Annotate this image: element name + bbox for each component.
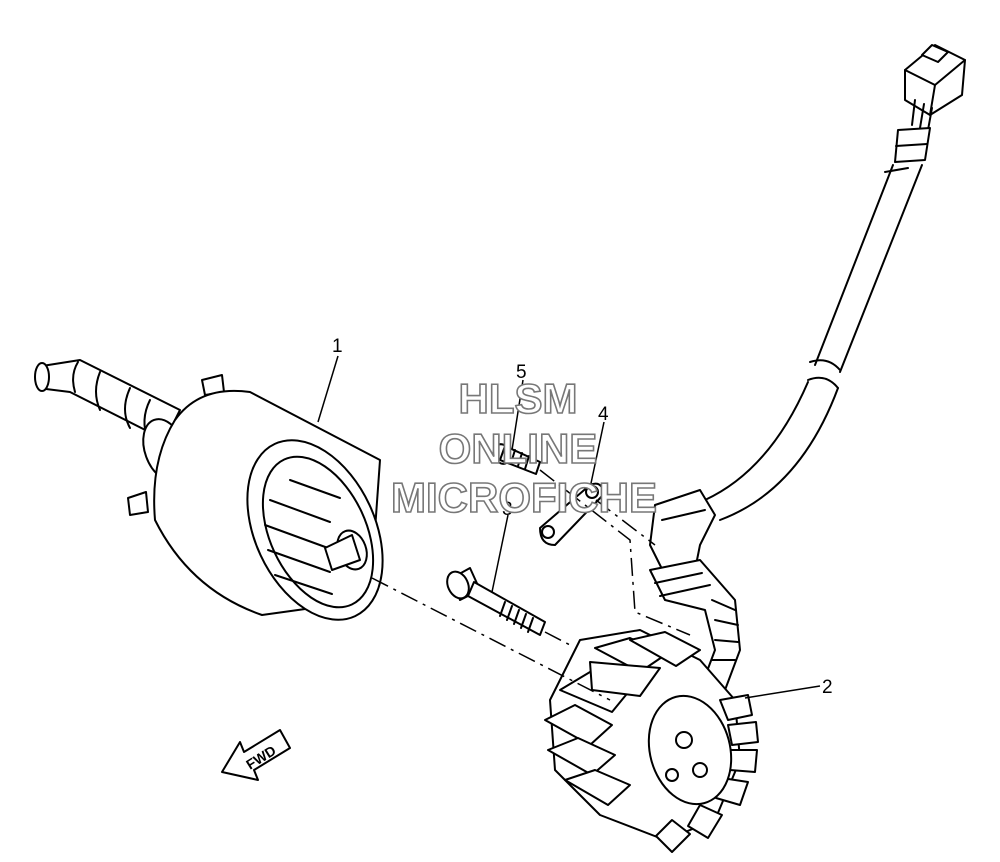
watermark: HLSM ONLINE MICROFICHE	[390, 374, 658, 522]
rotor	[34, 359, 384, 621]
wire-harness	[704, 44, 966, 521]
stator	[544, 489, 759, 853]
screw	[492, 443, 541, 475]
alignment-lines	[371, 469, 691, 701]
bolt	[446, 567, 546, 636]
callout-4: 4	[598, 404, 609, 425]
callout-5: 5	[516, 362, 527, 383]
clamp	[539, 482, 605, 546]
watermark-line-2: ONLINE	[439, 425, 598, 472]
watermark-line-1: HLSM	[459, 375, 578, 422]
watermark-line-3: MICROFICHE	[391, 474, 657, 521]
callout-1: 1	[332, 336, 343, 357]
callout-3: 3	[502, 499, 513, 520]
fwd-arrow-icon: FWD	[221, 729, 291, 781]
leader-lines	[317, 355, 821, 699]
callout-2: 2	[822, 677, 833, 698]
